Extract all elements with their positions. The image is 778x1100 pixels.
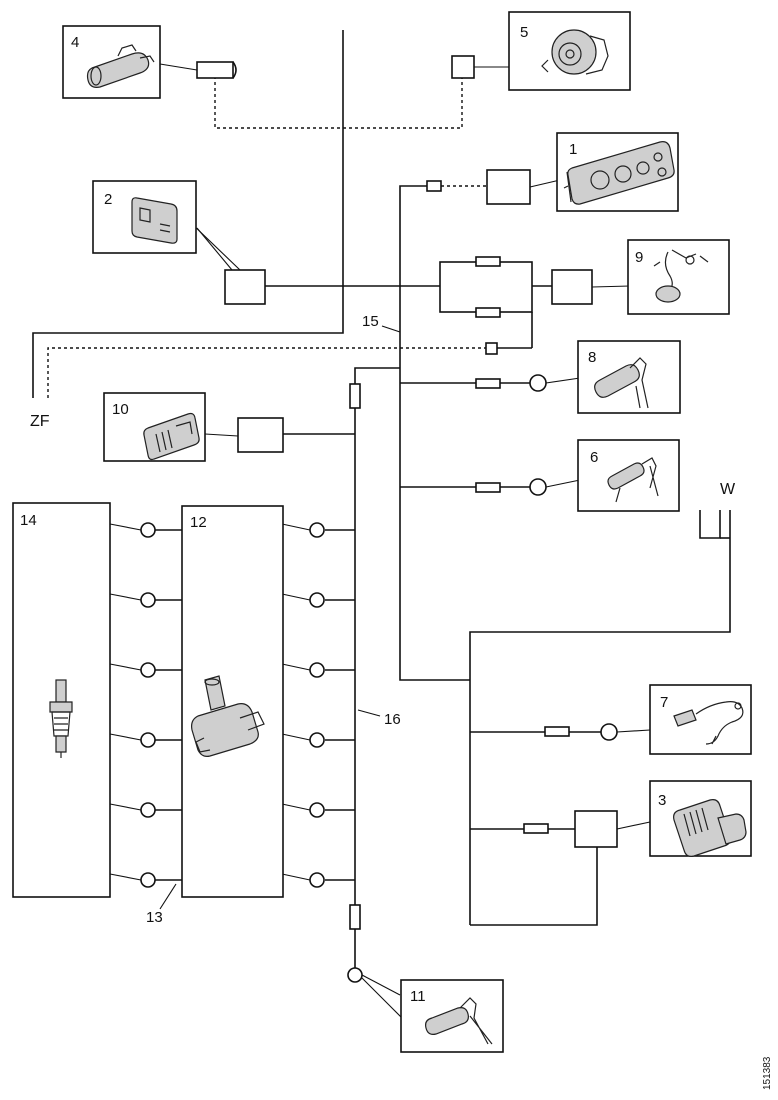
- labels: 4 5 1 2 9 15 8 10 ZF 6 W 14 12 7 16 3 13…: [20, 24, 773, 1090]
- label-13: 13: [146, 909, 163, 926]
- label-12: 12: [190, 514, 207, 531]
- label-11: 11: [410, 988, 426, 1005]
- connector-4: [196, 61, 234, 79]
- label-8: 8: [588, 349, 596, 366]
- component-1: [556, 132, 679, 212]
- component-14-spark-plug: [12, 502, 111, 898]
- terminals: [140, 374, 618, 983]
- component-3: [649, 780, 752, 857]
- component-4: [62, 25, 161, 99]
- connector-1: [486, 169, 531, 205]
- connector-3: [574, 810, 618, 848]
- connector-5: [451, 55, 475, 79]
- component-10: [103, 392, 206, 462]
- label-zf: ZF: [30, 413, 50, 430]
- label-9: 9: [635, 249, 643, 266]
- label-4: 4: [71, 34, 79, 51]
- component-5: [508, 11, 631, 91]
- label-2: 2: [104, 191, 112, 208]
- connector-10: [237, 417, 284, 453]
- label-1: 1: [569, 141, 577, 158]
- component-2: [92, 180, 197, 254]
- label-3: 3: [658, 792, 666, 809]
- fuses: [349, 180, 570, 930]
- label-5: 5: [520, 24, 528, 41]
- component-8: [577, 340, 681, 414]
- leaders: [109, 63, 651, 1021]
- figure-code: 151383: [762, 1056, 773, 1090]
- label-7: 7: [660, 694, 668, 711]
- component-11: [400, 979, 504, 1053]
- label-16: 16: [384, 711, 401, 728]
- connector-2: [224, 269, 266, 305]
- label-15: 15: [362, 313, 379, 330]
- label-10: 10: [112, 401, 129, 418]
- label-w: W: [720, 481, 736, 498]
- component-9: [627, 239, 730, 315]
- label-6: 6: [590, 449, 598, 466]
- component-6: [577, 439, 680, 512]
- component-7: [649, 684, 752, 755]
- connector-9: [551, 269, 593, 305]
- component-12-injector: [181, 505, 284, 898]
- dashed-lines: [47, 76, 488, 398]
- label-14: 14: [20, 512, 37, 529]
